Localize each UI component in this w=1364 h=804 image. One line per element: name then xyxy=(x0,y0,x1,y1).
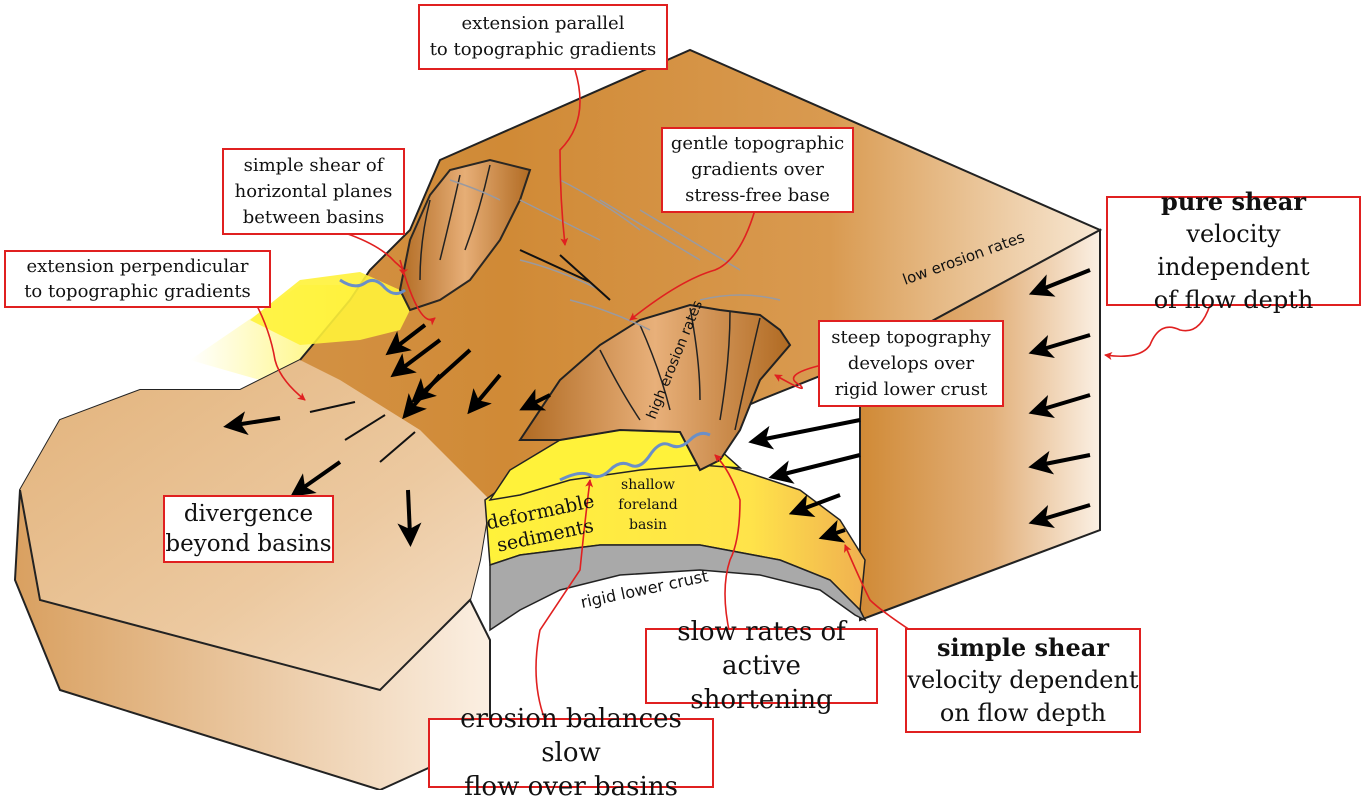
pure-shear-body: velocity independent of flow depth xyxy=(1108,218,1359,317)
callout-pure-shear: pure shear velocity independent of flow … xyxy=(1106,196,1361,306)
callout-steep-topography: steep topography develops over rigid low… xyxy=(818,320,1004,407)
shallow-foreland-label: shallow foreland basin xyxy=(608,472,688,538)
pure-shear-title: pure shear xyxy=(1161,185,1306,218)
callout-simple-shear-planes: simple shear of horizontal planes betwee… xyxy=(222,148,405,235)
simple-shear-title: simple shear xyxy=(937,631,1109,664)
callout-erosion-balances: erosion balances slow flow over basins xyxy=(428,718,714,788)
callout-gentle-gradients: gentle topographic gradients over stress… xyxy=(661,127,854,213)
simple-shear-body: velocity dependent on flow depth xyxy=(907,664,1138,730)
callout-slow-rates: slow rates of active shortening xyxy=(645,628,878,704)
callout-extension-parallel: extension parallel to topographic gradie… xyxy=(418,4,668,70)
callout-extension-perpendicular: extension perpendicular to topographic g… xyxy=(4,250,271,308)
callout-divergence: divergence beyond basins xyxy=(163,495,334,563)
callout-simple-shear: simple shear velocity dependent on flow … xyxy=(905,628,1141,733)
